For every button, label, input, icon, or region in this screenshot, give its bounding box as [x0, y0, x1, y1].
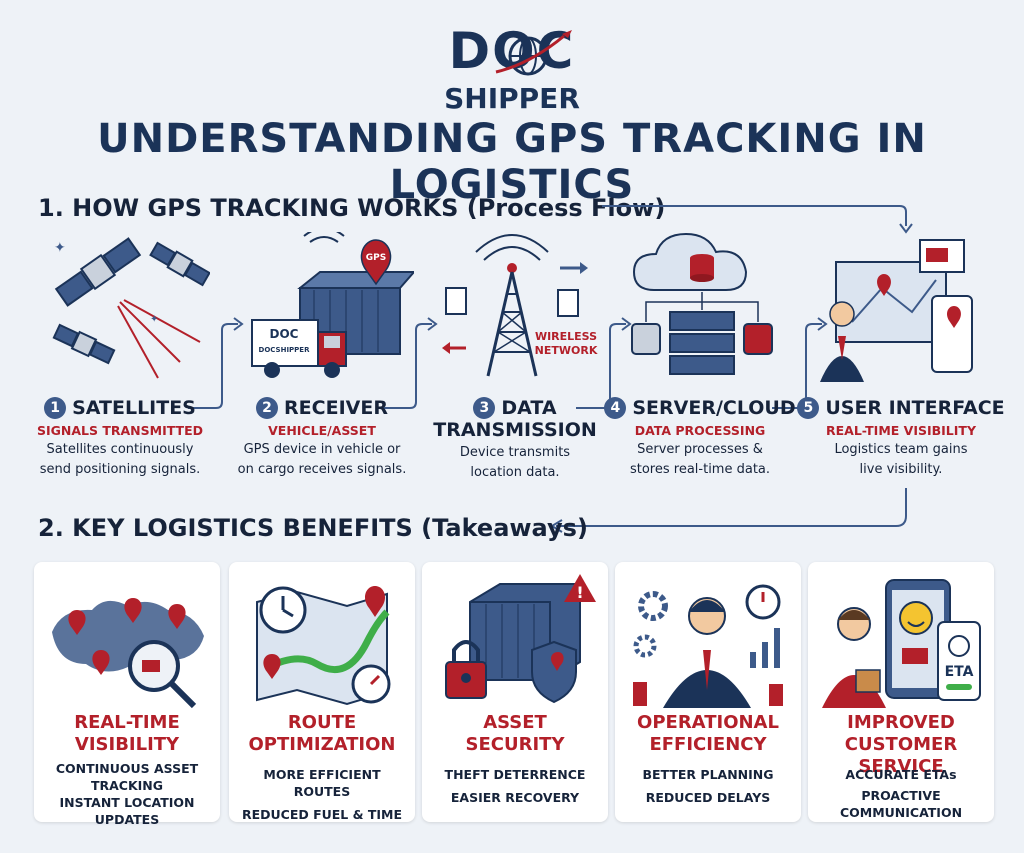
page-title: UNDERSTANDING GPS TRACKING IN LOGISTICS	[97, 116, 927, 208]
step-desc-line: GPS device in vehicle or	[243, 442, 401, 457]
step-title: SERVER/CLOUD	[632, 397, 796, 419]
globe-plane-icon	[495, 30, 572, 76]
lock-shield-container-icon: !	[445, 574, 596, 704]
customer-phone-eta-icon: ETA	[822, 579, 981, 708]
container-logo-bottom: DOCSHIPPER	[259, 346, 311, 354]
flow-arrow-return	[550, 488, 907, 533]
step-desc-line: Device transmits	[459, 445, 571, 460]
world-map-pins-icon	[52, 598, 204, 709]
step-number: 4	[604, 397, 627, 419]
manager-gears-icon	[633, 584, 783, 708]
flow-arrow-2	[382, 317, 438, 409]
wireless-label-2: NETWORK	[535, 344, 598, 357]
flow-arrow-top	[602, 205, 913, 234]
step-desc-line: stores real-time data.	[629, 462, 771, 477]
section1-heading: 1. HOW GPS TRACKING WORKS (Process Flow)	[38, 194, 666, 222]
step-number: 2	[256, 397, 279, 419]
step-desc-line: live visibility.	[859, 462, 943, 477]
flow-arrow-1	[188, 317, 244, 409]
step-desc-line: Satellites continuously	[46, 442, 194, 457]
svg-text:✦: ✦	[54, 240, 66, 256]
step-subtitle: REAL-TIME VISIBILITY	[825, 423, 976, 438]
step-title: USER INTERFACE	[825, 397, 1005, 419]
eta-label: ETA	[945, 664, 974, 680]
logo-shipper-text: SHIPPER	[444, 82, 580, 115]
step-subtitle: SIGNALS TRANSMITTED	[36, 423, 203, 438]
user-monitor-icon	[820, 239, 973, 382]
step-number: 5	[797, 397, 820, 419]
step-subtitle: VEHICLE/ASSET	[268, 423, 376, 438]
step-number: 3	[473, 397, 496, 419]
route-map-icon	[256, 586, 391, 706]
wireless-tower-icon: WIRELESS NETWORK	[442, 234, 598, 377]
step-desc-line: Logistics team gains	[834, 442, 968, 457]
step-title: DATA	[501, 397, 557, 419]
step-desc-line: on cargo receives signals.	[237, 462, 407, 477]
step-desc-line: send positioning signals.	[39, 462, 201, 477]
svg-text:!: !	[576, 583, 583, 602]
svg-text:✦: ✦	[150, 314, 158, 325]
gps-pin-label: GPS	[366, 253, 386, 263]
container-truck-icon: GPS DOC DOCSHIPPER	[251, 232, 414, 378]
satellites-icon: ✦ ✦	[52, 237, 210, 379]
step-subtitle: DATA PROCESSING	[634, 423, 766, 438]
container-logo-top: DOC	[270, 327, 299, 341]
step-title: SATELLITES	[72, 397, 196, 419]
step-desc-line: Server processes &	[637, 442, 763, 457]
wireless-label-1: WIRELESS	[535, 330, 597, 343]
step-title-line2: TRANSMISSION	[433, 419, 597, 441]
section2-heading: 2. KEY LOGISTICS BENEFITS (Takeaways)	[38, 514, 588, 542]
step-number: 1	[44, 397, 67, 419]
step-desc-line: location data.	[470, 465, 560, 480]
step-title: RECEIVER	[284, 397, 388, 419]
cloud-server-icon	[631, 232, 773, 375]
